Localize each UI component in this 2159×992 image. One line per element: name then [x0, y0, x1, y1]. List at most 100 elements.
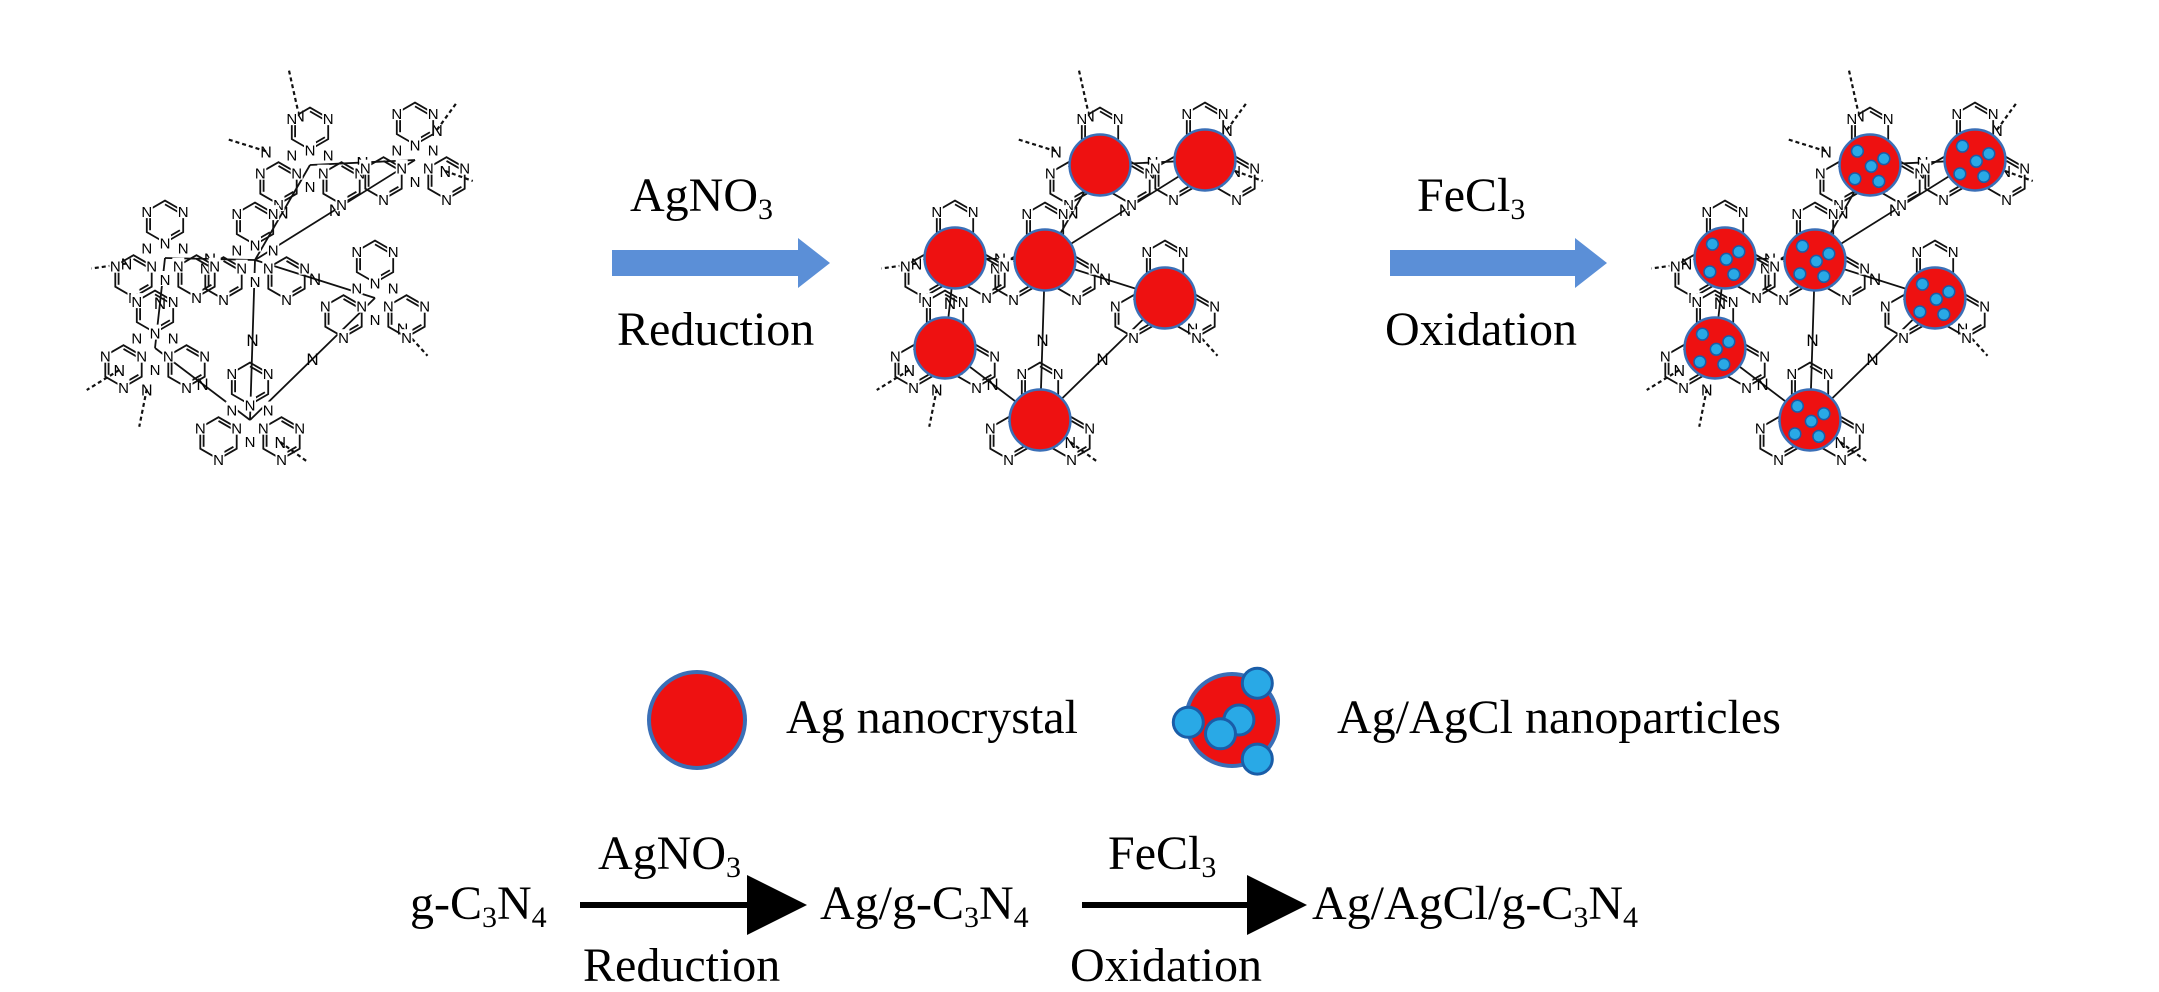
atom-mask [180, 379, 193, 395]
ring-n-atom: N [1003, 452, 1014, 469]
atom-mask [1840, 291, 1853, 307]
agcl-particle [1790, 399, 1805, 413]
atom-mask [1853, 419, 1866, 435]
atom-mask [1700, 203, 1713, 219]
ring-n-atom: N [388, 281, 399, 298]
ring-n-atom: N [1859, 261, 1870, 278]
agcl-particle [1727, 267, 1741, 282]
atom-mask [208, 257, 221, 273]
atom-mask [1750, 289, 1763, 305]
ring-n-atom: N [200, 261, 211, 278]
atom-mask [1947, 243, 1960, 259]
step2-reagent: FeCl3 [1417, 169, 1526, 226]
linker-bond [254, 164, 311, 261]
ring-n-atom: N [336, 197, 347, 214]
ring-n-atom: N [999, 259, 1010, 276]
agcl-particle [1719, 252, 1733, 266]
ring-n-atom: N [1008, 292, 1019, 309]
ring-n-atom: N [1751, 290, 1762, 307]
atom-mask [989, 259, 1002, 275]
ring-n-atom: N [168, 331, 179, 348]
agcl-particle [1915, 277, 1930, 291]
ring-n-atom: N [419, 299, 430, 316]
linker-bond [254, 159, 416, 261]
agcl-particle [1817, 407, 1831, 421]
atom-mask [225, 401, 238, 417]
agcl-particle [1693, 355, 1707, 369]
terminal-bond [401, 327, 429, 357]
ring-n-atom: N [191, 290, 202, 307]
ring-n-atom: N [245, 398, 256, 415]
agcl-particle [1953, 167, 1967, 181]
equation-product: Ag/AgCl/g-C3N4 [1312, 877, 1639, 934]
ag-nanocrystal [1068, 133, 1132, 197]
ring-n-atom: N [1110, 299, 1121, 316]
ring-n-atom: N [1053, 366, 1064, 383]
oxidation-arrow [1390, 238, 1607, 288]
atom-mask [1768, 257, 1781, 273]
atom-mask [355, 297, 368, 313]
ring-n-atom: N [1755, 421, 1766, 438]
terminal-bond [436, 101, 458, 131]
atom-mask [440, 191, 453, 207]
terminal-n-atom: N [1853, 109, 1865, 126]
atom-mask [162, 347, 175, 363]
legend-agcl-label: Ag/AgCl nanoparticles [1337, 691, 1781, 744]
atom-mask [418, 297, 431, 313]
ring-n-atom: N [1150, 161, 1161, 178]
terminal-bond [1651, 262, 1687, 270]
agcl-particle [1982, 147, 1996, 161]
terminal-n-atom: N [121, 257, 133, 274]
ring-n-atom: N [209, 259, 220, 276]
ring-n-atom: N [1058, 206, 1069, 223]
legend-ag-label: Ag nanocrystal [786, 691, 1078, 744]
ring-n-atom: N [231, 243, 242, 260]
terminal-bond [444, 169, 474, 183]
agcl-particle [1788, 427, 1802, 441]
agcl-particle [1929, 292, 1943, 306]
atom-mask [249, 236, 261, 252]
ring-n-atom: N [131, 331, 142, 348]
atom-mask [1882, 110, 1895, 126]
ring-n-atom: N [100, 349, 111, 366]
atom-mask [1937, 191, 1950, 207]
atom-mask [167, 293, 180, 309]
ag-nanocrystal [1013, 228, 1077, 292]
ring-n-atom: N [1769, 259, 1780, 276]
atom-mask [322, 146, 335, 162]
ring-n-atom: N [1701, 204, 1712, 221]
equation-condition-1: Reduction [583, 939, 781, 992]
terminal-bond [881, 262, 917, 270]
atom-mask [899, 257, 912, 273]
ring-n-atom: N [1846, 111, 1857, 128]
terminal-n-atom: N [1999, 164, 2011, 181]
terminal-bond [287, 70, 301, 116]
ring-n-atom: N [163, 349, 174, 366]
ring-n-atom: N [1841, 292, 1852, 309]
atom-mask [1790, 205, 1803, 221]
ring-n-atom: N [1786, 366, 1797, 383]
ring-n-atom: N [318, 166, 329, 183]
atom-mask [1127, 329, 1140, 345]
atom-mask [225, 365, 238, 381]
ring-n-atom: N [410, 174, 421, 191]
ag-nanocrystal [1133, 266, 1197, 330]
atom-mask [1950, 105, 1963, 121]
atom-mask [1879, 297, 1892, 313]
atom-mask [1057, 205, 1070, 221]
atom-mask [350, 279, 363, 295]
ring-n-atom: N [136, 349, 147, 366]
atom-mask [285, 146, 298, 162]
ring-n-atom: N [1760, 261, 1771, 278]
ring-n-atom: N [286, 148, 297, 165]
legend-agcl-particle [1240, 742, 1274, 776]
ring-n-atom: N [441, 192, 452, 209]
agcl-particle [1717, 357, 1731, 372]
